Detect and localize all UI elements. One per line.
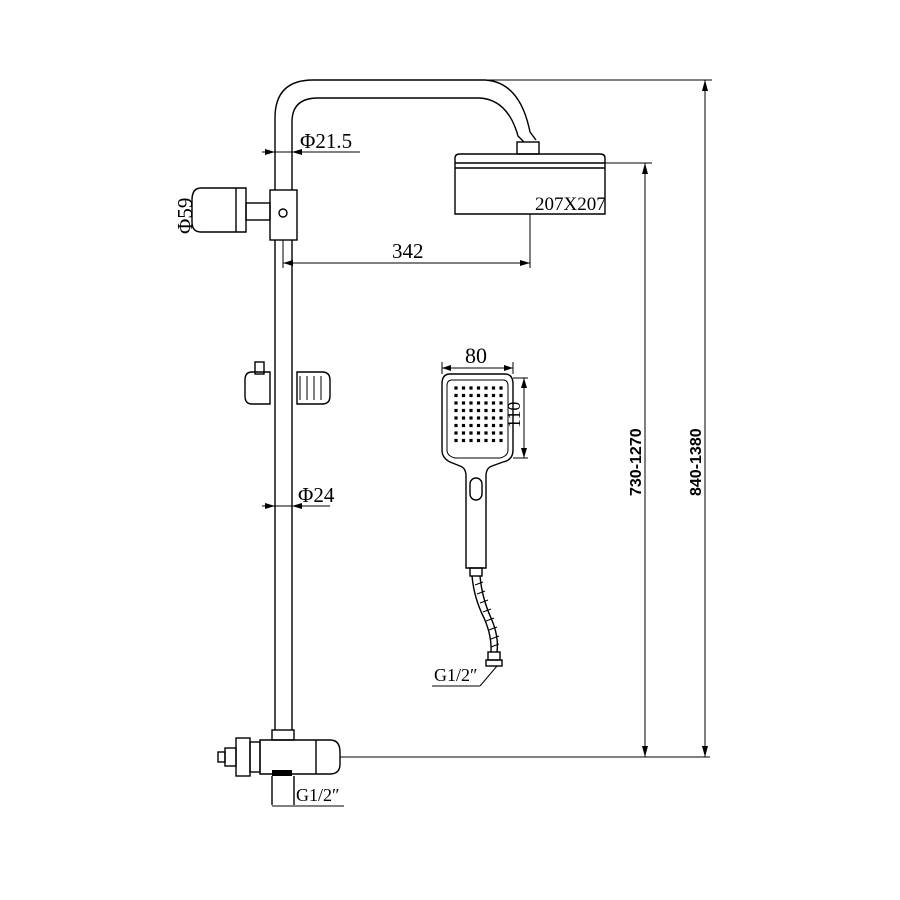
spray-nozzle [454, 386, 458, 390]
spray-nozzle [454, 401, 458, 405]
diverter-holder [191, 187, 298, 241]
spray-nozzle [461, 423, 466, 428]
spray-nozzle [491, 416, 496, 420]
spray-nozzle [491, 386, 496, 390]
spray-nozzle [484, 416, 488, 420]
dim-label-inlet-connection: G1/2″ [296, 785, 340, 805]
dim-inlet-connection: G1/2″ [272, 785, 344, 807]
spray-nozzle [461, 408, 466, 413]
dim-overall-height: 840-1380 [485, 79, 712, 757]
spray-nozzle [484, 438, 488, 443]
bottom-mixer-valve [217, 729, 341, 805]
spray-nozzle [469, 408, 473, 413]
spray-nozzle [454, 393, 458, 398]
spray-nozzle [461, 431, 466, 435]
dim-handset-connection: G1/2″ [432, 665, 498, 687]
spray-nozzle [461, 386, 466, 390]
dim-head-size: 207X207 [530, 194, 606, 215]
spray-nozzle [454, 438, 458, 443]
dim-label-overall-height: 840-1380 [688, 428, 705, 496]
dim-label-pipe-diameter: Φ21.5 [300, 129, 352, 153]
dim-label-handset-connection: G1/2″ [434, 665, 478, 685]
spray-nozzle [476, 431, 481, 435]
spray-nozzle [499, 408, 503, 413]
spray-nozzle [469, 423, 473, 428]
spray-nozzle [499, 401, 503, 405]
dim-handset-height: 110 [504, 377, 528, 459]
spray-nozzle [499, 438, 503, 443]
dim-label-handset-width: 80 [465, 343, 487, 368]
spray-nozzle [454, 408, 458, 413]
spray-nozzle [491, 401, 496, 405]
dim-label-rail-diameter: Φ24 [298, 483, 335, 507]
dim-height-adjust: 730-1270 [340, 162, 710, 758]
spray-nozzle [491, 438, 496, 443]
spray-nozzle [476, 386, 481, 390]
spray-nozzle-pattern [454, 386, 503, 443]
spray-nozzle [499, 431, 503, 435]
spray-nozzle [469, 393, 473, 398]
spray-nozzle [499, 393, 503, 398]
spray-nozzle [484, 401, 488, 405]
spray-nozzle [454, 416, 458, 420]
dim-label-head-size: 207X207 [535, 194, 606, 215]
hand-shower [441, 373, 514, 577]
dim-label-height-adjust: 730-1270 [628, 428, 645, 496]
spray-nozzle [476, 416, 481, 420]
spray-nozzle [461, 416, 466, 420]
spray-nozzle [476, 408, 481, 413]
spray-nozzle [469, 416, 473, 420]
slide-holder [244, 361, 331, 405]
spray-nozzle [469, 401, 473, 405]
spray-nozzle [484, 431, 488, 435]
dim-head-reach: 342 [282, 214, 531, 268]
spray-nozzle [491, 408, 496, 413]
spray-nozzle [484, 408, 488, 413]
riser-rail [274, 240, 293, 730]
spray-nozzle [454, 431, 458, 435]
spray-nozzle [491, 431, 496, 435]
spray-nozzle [469, 431, 473, 435]
dim-pipe-diameter: Φ21.5 [262, 129, 360, 155]
dim-label-diverter-diameter: Φ59 [173, 198, 197, 234]
spray-nozzle [476, 393, 481, 398]
spray-nozzle [476, 423, 481, 428]
spray-nozzle [476, 401, 481, 405]
rain-shower-head [454, 153, 606, 215]
spray-nozzle [499, 416, 503, 420]
dim-rail-diameter: Φ24 [262, 483, 335, 509]
dim-label-handset-height: 110 [504, 402, 524, 428]
spray-nozzle [491, 423, 496, 428]
spray-nozzle [461, 438, 466, 443]
spray-nozzle [469, 386, 473, 390]
spray-nozzle [499, 423, 503, 428]
spray-nozzle [491, 393, 496, 398]
spray-nozzle [484, 423, 488, 428]
flexible-hose [471, 575, 503, 667]
spray-nozzle [469, 438, 473, 443]
spray-nozzle [461, 393, 466, 398]
spray-nozzle [484, 386, 488, 390]
dim-diverter-diameter: Φ59 [173, 198, 197, 234]
spray-nozzle [484, 393, 488, 398]
dim-handset-width: 80 [441, 343, 514, 374]
dim-label-head-reach: 342 [392, 239, 424, 263]
spray-nozzle [499, 386, 503, 390]
spray-nozzle [461, 401, 466, 405]
spray-nozzle [476, 438, 481, 443]
spray-nozzle [454, 423, 458, 428]
